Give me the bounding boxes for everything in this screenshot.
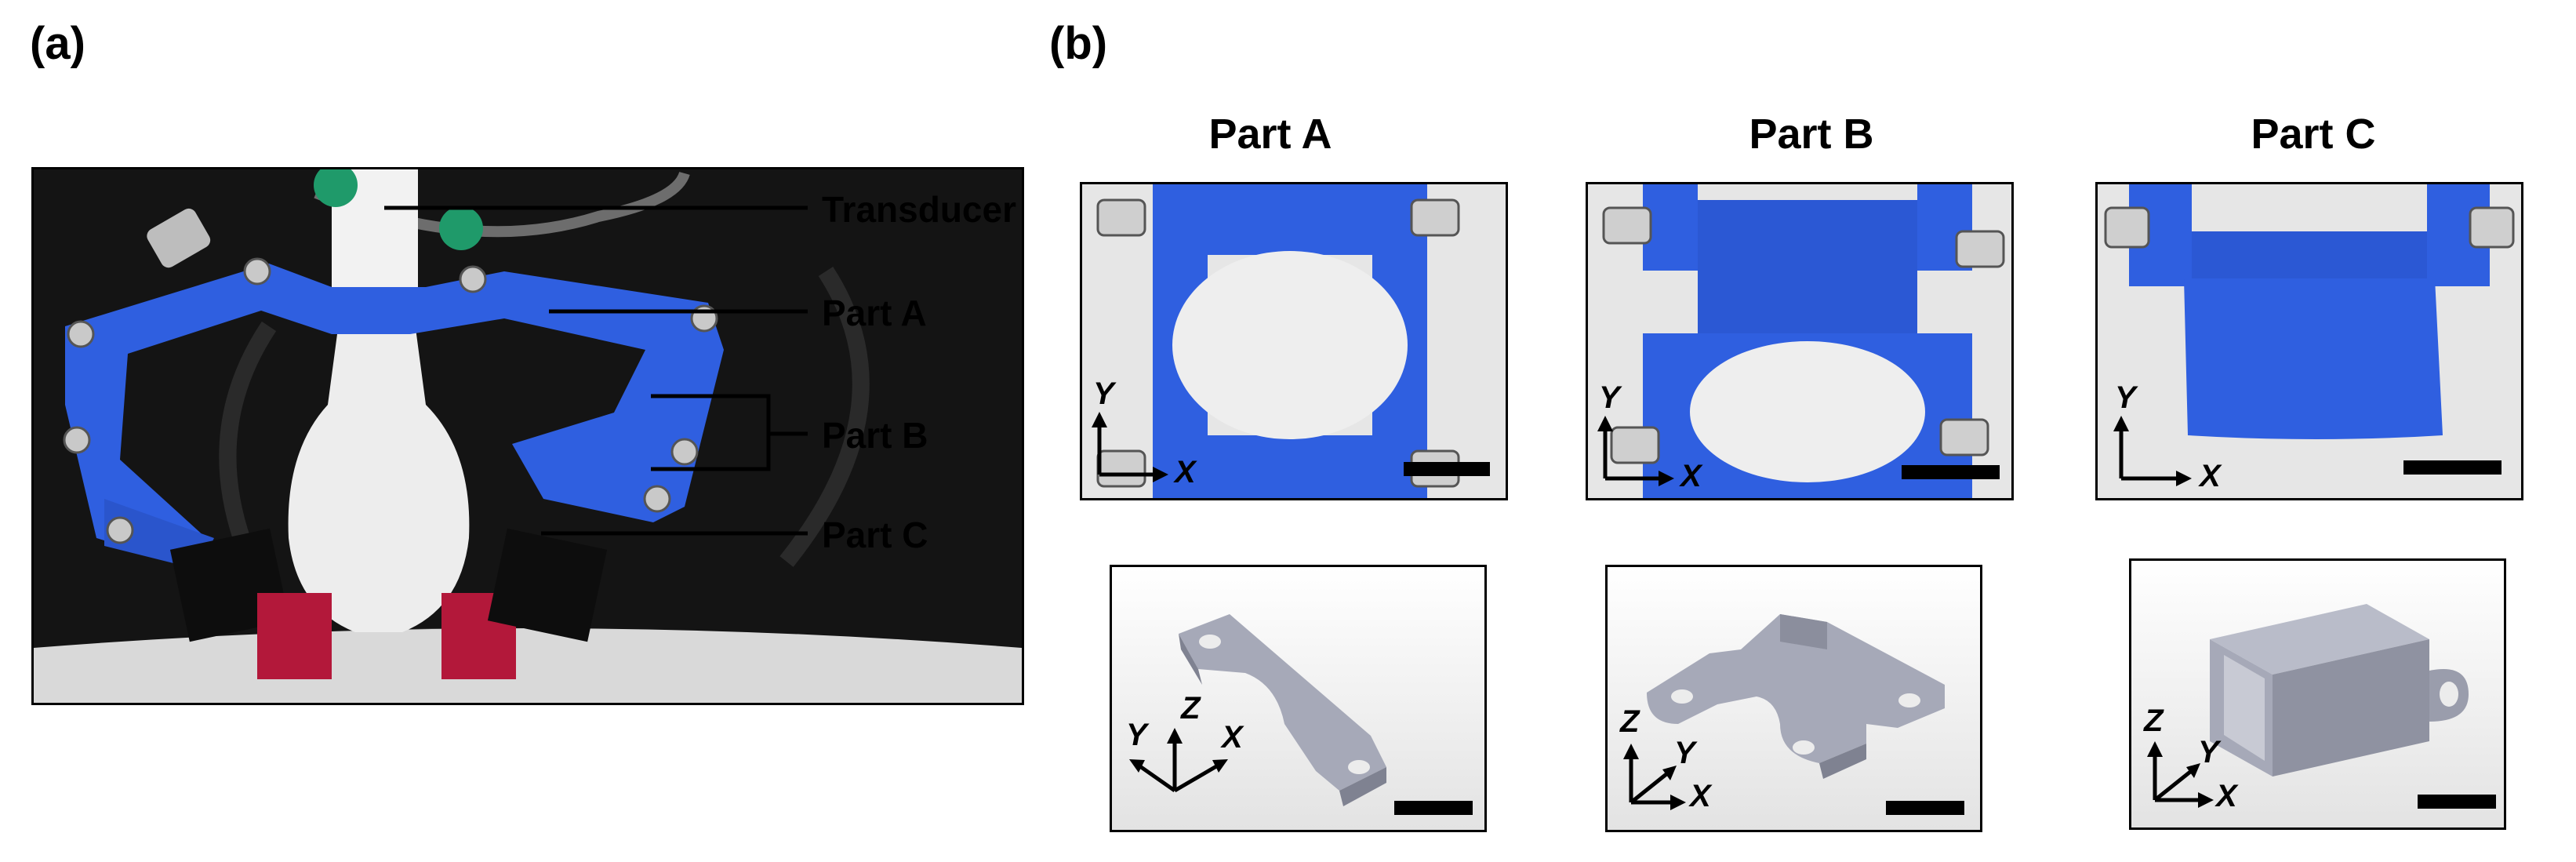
part-c-cad-y-label: Y (2198, 735, 2219, 769)
scale-bar (1404, 462, 1490, 476)
scale-bar (1886, 801, 1964, 815)
part-b-photo-x-label: X (1680, 459, 1702, 493)
callout-part-a: Part A (822, 293, 927, 333)
part-a-photo-x-label: X (1175, 455, 1196, 489)
part-a-cad-y-label: Y (1126, 718, 1147, 752)
callout-transducer: Transducer (822, 189, 1016, 230)
part-a-photo: Y X (1080, 182, 1508, 500)
part-a-cad-x-label: X (1222, 720, 1243, 755)
part-a-title: Part A (1208, 111, 1332, 158)
scale-bar (1902, 465, 2000, 479)
panel-a-label: (a) (30, 18, 85, 69)
part-a-photo-y-label: Y (1093, 376, 1114, 411)
part-b-title: Part B (1749, 111, 1874, 158)
part-b-photo: Y X (1586, 182, 2014, 500)
part-c-photo-x-label: X (2200, 459, 2221, 493)
part-b-cad-x-label: X (1690, 779, 1711, 813)
scale-bar (2418, 795, 2496, 809)
part-c-photo: Y X (2095, 182, 2523, 500)
assembly-photo (31, 167, 1024, 705)
part-c-photo-y-label: Y (2115, 380, 2136, 415)
panel-b-label: (b) (1049, 18, 1108, 69)
callout-part-c: Part C (822, 515, 928, 555)
part-c-title: Part C (2251, 111, 2376, 158)
scale-bar (2403, 460, 2502, 475)
part-b-cad-y-label: Y (1674, 736, 1695, 770)
callout-part-b: Part B (822, 415, 928, 456)
scale-bar (1394, 801, 1473, 815)
part-c-cad: Z Y X (2129, 558, 2506, 830)
part-c-cad-z-label: Z (2144, 704, 2164, 738)
part-a-cad: Z Y X (1110, 565, 1487, 832)
part-b-cad: Z Y X (1605, 565, 1982, 832)
part-a-cad-z-label: Z (1181, 691, 1201, 726)
part-b-photo-y-label: Y (1599, 380, 1620, 415)
part-c-cad-x-label: X (2216, 779, 2237, 813)
part-b-cad-z-label: Z (1620, 704, 1640, 739)
